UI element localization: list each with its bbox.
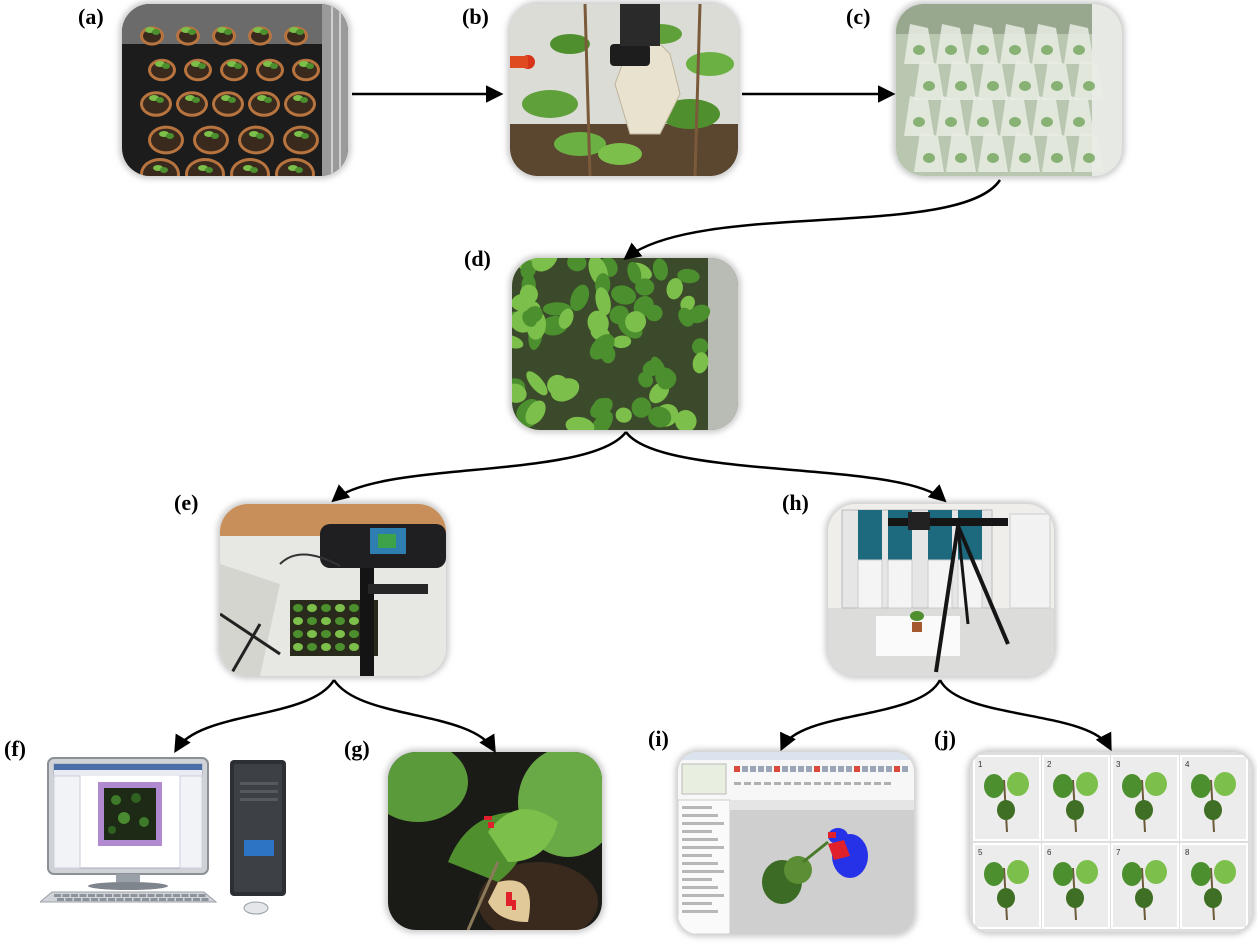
panel-c-bagged-plants-photo xyxy=(896,4,1122,176)
arrow-c-to-d xyxy=(623,179,1002,261)
arrow-d-to-e xyxy=(331,431,627,503)
label-i: (i) xyxy=(648,726,669,751)
arrow-h-to-i xyxy=(780,679,942,752)
label-d: (d) xyxy=(464,246,491,271)
plant-number-label: 1 xyxy=(978,760,983,769)
panel-e-camera-tray-photo xyxy=(220,504,446,676)
panel-g-leaf-closeup-photo xyxy=(388,752,602,930)
panel-j-plant-grid-photo: 1 2 3 4 5 6 7 8 xyxy=(970,752,1252,932)
plant-number-label: 6 xyxy=(1047,848,1052,857)
label-h: (h) xyxy=(782,490,809,515)
arrow-e-to-f xyxy=(174,679,336,753)
arrow-h-to-j xyxy=(938,679,1112,752)
label-g: (g) xyxy=(344,736,370,761)
label-j: (j) xyxy=(934,726,956,751)
panel-i-3d-software-screenshot xyxy=(678,752,914,934)
panel-f-desktop-computer xyxy=(38,752,290,924)
plant-number-label: 8 xyxy=(1185,848,1190,857)
panel-d-grown-plants-photo xyxy=(512,258,738,430)
panel-a-seedlings-photo xyxy=(122,4,348,176)
label-c: (c) xyxy=(846,4,871,29)
plant-number-label: 3 xyxy=(1116,760,1121,769)
plant-number-label: 4 xyxy=(1185,760,1190,769)
label-f: (f) xyxy=(4,736,26,761)
label-b: (b) xyxy=(462,4,489,29)
plant-number-label: 5 xyxy=(978,848,983,857)
label-e: (e) xyxy=(174,490,199,515)
plant-number-label: 7 xyxy=(1116,848,1121,857)
panel-h-tripod-photo xyxy=(828,504,1054,676)
label-a: (a) xyxy=(78,4,104,29)
plant-number-label: 2 xyxy=(1047,760,1052,769)
panel-b-spraying-photo xyxy=(510,4,738,176)
